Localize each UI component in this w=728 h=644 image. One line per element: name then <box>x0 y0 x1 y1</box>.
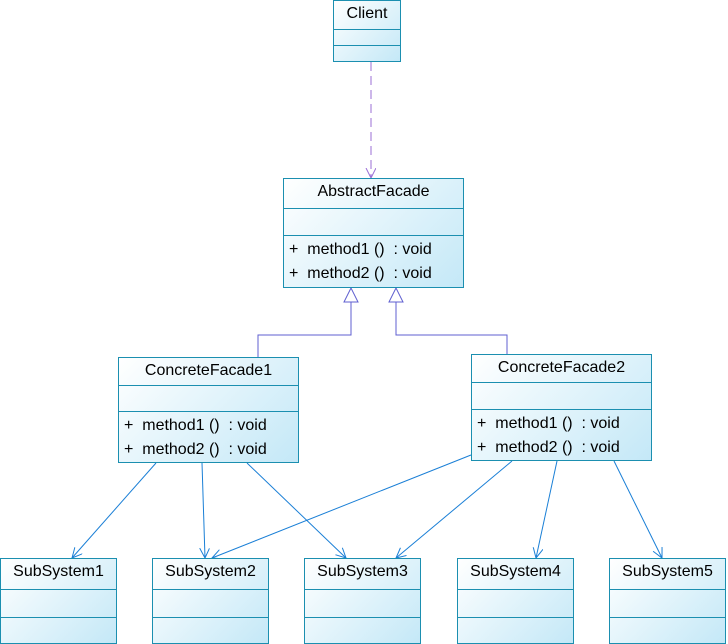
generalization-concretefacade2 <box>395 302 508 354</box>
class-client[interactable]: Client <box>333 0 401 62</box>
operations-compartment <box>153 617 268 643</box>
operation-method2: + method2 () : void <box>289 265 432 282</box>
class-name: SubSystem5 <box>622 563 713 580</box>
association-cf1-subsystem3 <box>246 462 346 558</box>
association-cf2-subsystem3 <box>396 460 513 558</box>
attributes-compartment <box>153 589 268 617</box>
class-name: SubSystem1 <box>13 563 104 580</box>
class-name: SubSystem4 <box>470 563 561 580</box>
class-name: SubSystem3 <box>317 563 408 580</box>
attributes-compartment <box>610 589 725 617</box>
attributes-compartment <box>334 29 400 45</box>
operations-compartment: + method1 () : void + method2 () : void <box>284 235 463 287</box>
operation-method1: + method1 () : void <box>124 417 267 434</box>
operation-method2: + method2 () : void <box>477 439 620 456</box>
operations-compartment <box>1 617 116 643</box>
association-cf1-subsystem1 <box>72 462 157 558</box>
class-name: ConcreteFacade1 <box>144 362 273 379</box>
generalization-concretefacade1 <box>257 302 352 357</box>
class-name: ConcreteFacade2 <box>497 359 626 376</box>
generalization-triangle-1 <box>343 286 359 303</box>
attributes-compartment <box>284 208 463 235</box>
class-concrete-facade2[interactable]: ConcreteFacade2 + method1 () : void + me… <box>471 354 652 461</box>
operations-compartment: + method1 () : void + method2 () : void <box>119 411 298 462</box>
association-cf1-subsystem2 <box>202 462 205 558</box>
generalization-triangle-2 <box>388 286 404 303</box>
attributes-compartment <box>1 589 116 617</box>
operations-compartment <box>458 617 573 643</box>
class-subsystem2[interactable]: SubSystem2 <box>152 558 269 644</box>
operations-compartment: + method1 () : void + method2 () : void <box>472 409 651 460</box>
class-subsystem3[interactable]: SubSystem3 <box>304 558 421 644</box>
operations-compartment <box>610 617 725 643</box>
class-abstract-facade[interactable]: AbstractFacade + method1 () : void + met… <box>283 178 464 288</box>
attributes-compartment <box>119 384 298 411</box>
operation-method2: + method2 () : void <box>124 441 267 458</box>
class-name: AbstractFacade <box>317 183 430 200</box>
class-subsystem1[interactable]: SubSystem1 <box>0 558 117 644</box>
operations-compartment <box>305 617 420 643</box>
operation-method1: + method1 () : void <box>477 415 620 432</box>
attributes-compartment <box>458 589 573 617</box>
class-name: Client <box>346 5 388 22</box>
operation-method1: + method1 () : void <box>289 241 432 258</box>
association-cf2-subsystem2 <box>212 454 472 558</box>
class-concrete-facade1[interactable]: ConcreteFacade1 + method1 () : void + me… <box>118 357 299 463</box>
class-subsystem4[interactable]: SubSystem4 <box>457 558 574 644</box>
operations-compartment <box>334 45 400 61</box>
class-subsystem5[interactable]: SubSystem5 <box>609 558 726 644</box>
class-name: SubSystem2 <box>165 563 256 580</box>
association-cf2-subsystem5 <box>613 460 662 558</box>
association-cf2-subsystem4 <box>536 460 558 558</box>
attributes-compartment <box>305 589 420 617</box>
attributes-compartment <box>472 381 651 409</box>
